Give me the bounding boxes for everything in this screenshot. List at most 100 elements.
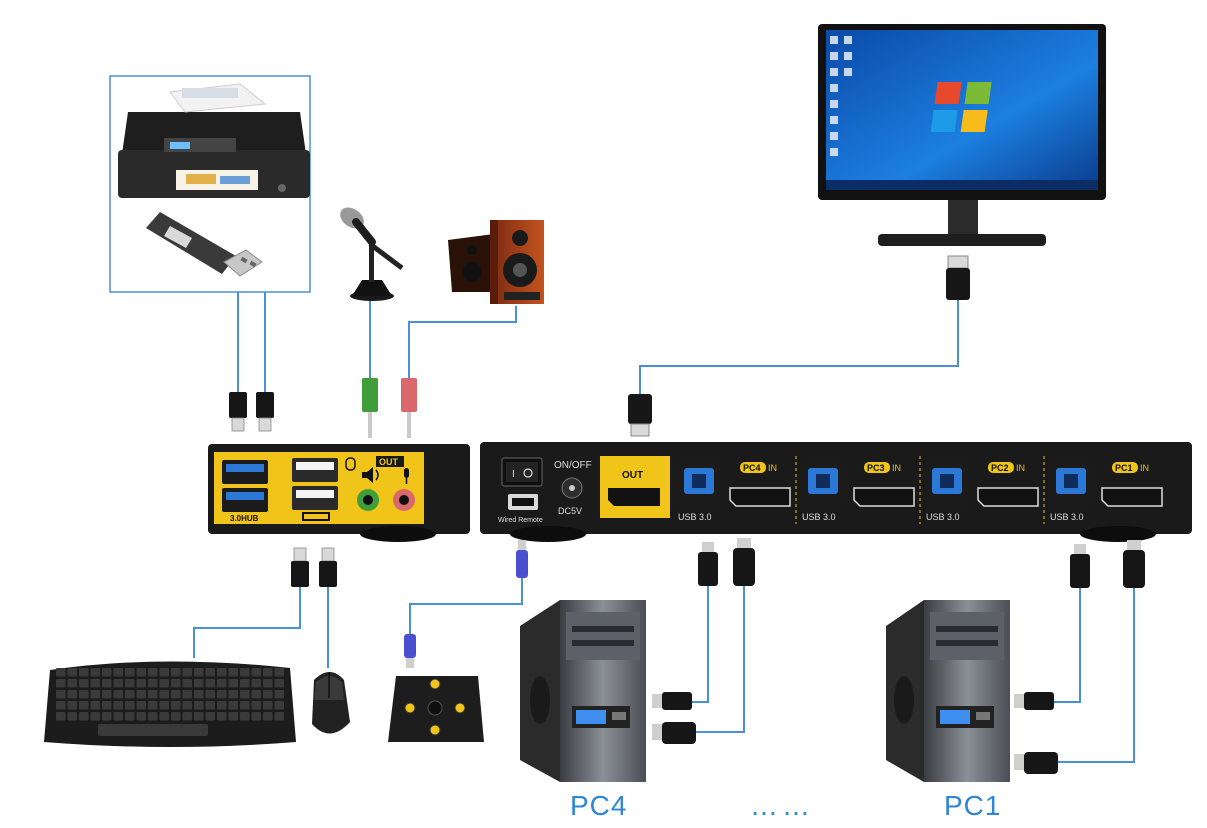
keyboard-key: [182, 690, 192, 699]
keyboard-key: [240, 668, 250, 677]
pc4-dp-plug: [733, 538, 755, 586]
printer-icon: [118, 83, 310, 198]
keyboard-key: [90, 712, 100, 721]
pc4-usb-b-plug: [698, 542, 718, 586]
keyboard-key: [171, 668, 181, 677]
keyboard-key: [67, 679, 77, 688]
keyboard-key: [194, 712, 204, 721]
audio-plug-pink: [401, 378, 417, 438]
kvm-out-label: OUT: [622, 470, 643, 481]
monitor-dp-plug: [946, 255, 970, 300]
keyboard-key: [251, 679, 261, 688]
usb3-hub-ports[interactable]: [222, 460, 268, 512]
keyboard-key: [136, 668, 146, 677]
dp-in-port-pc2[interactable]: [977, 487, 1039, 507]
keyboard-key: [182, 668, 192, 677]
usb-b-port-pc2[interactable]: [926, 462, 968, 508]
dc-label: DC5V: [558, 506, 582, 516]
keyboard-key: [113, 668, 123, 677]
usb-label-pc3: USB 3.0: [802, 512, 836, 522]
remote-switch-icon: [388, 634, 484, 742]
keyboard-key: [263, 712, 273, 721]
cable-pc4-usb: [680, 586, 709, 703]
keyboard-key: [102, 679, 112, 688]
keyboard-key: [159, 679, 169, 688]
keyboard-key: [217, 712, 227, 721]
port-group-pc3: USB 3.0 PC3 IN: [802, 462, 915, 522]
keyboard-key: [90, 701, 100, 710]
keyboard-key: [79, 668, 89, 677]
keyboard-key: [125, 668, 135, 677]
keyboard-key: [148, 701, 158, 710]
audio-out-jack[interactable]: [357, 489, 379, 511]
keyboard-key: [217, 701, 227, 710]
keyboard-key: [205, 701, 215, 710]
cable-remote: [409, 578, 523, 636]
cable-pc1-usb: [1040, 588, 1081, 703]
keyboard-key: [217, 679, 227, 688]
keyboard-key: [125, 679, 135, 688]
dc-jack[interactable]: [561, 477, 583, 499]
keyboard-key: [228, 679, 238, 688]
usb-b-port-pc4[interactable]: [678, 462, 720, 508]
cable-pc4-dp: [680, 586, 745, 733]
cables: [193, 292, 1135, 763]
port-group-pc2: USB 3.0 PC2 IN: [926, 462, 1039, 522]
keyboard-key: [274, 668, 284, 677]
wired-remote-port[interactable]: [508, 494, 538, 510]
keyboard-key: [136, 701, 146, 710]
pc4-label: PC4: [570, 790, 628, 821]
dp-in-port-pc4[interactable]: [729, 487, 791, 507]
power-switch[interactable]: I: [501, 457, 543, 487]
keyboard-key: [67, 690, 77, 699]
keyboard-key: [228, 701, 238, 710]
dp-in-port-pc3[interactable]: [853, 487, 915, 507]
hub-usb-label: 3.0HUB: [230, 514, 259, 523]
port-group-pc4: USB 3.0 PC4 IN: [678, 462, 791, 522]
keyboard-key: [136, 679, 146, 688]
keyboard-key: [148, 690, 158, 699]
remote-plug-top: [516, 540, 528, 578]
keyboard-key: [56, 668, 66, 677]
usb-b-port-pc3[interactable]: [802, 462, 844, 508]
kvm-panel: I Wired Remote ON/OFF DC5V OUT: [480, 442, 1192, 542]
keyboard-key: [159, 668, 169, 677]
keyboard-key: [90, 668, 100, 677]
keyboard-key: [67, 701, 77, 710]
keyboard-key: [113, 690, 123, 699]
mic-in-jack[interactable]: [393, 489, 415, 511]
keyboard-key: [263, 668, 273, 677]
dp-in-port-pc1[interactable]: [1101, 487, 1163, 507]
monitor-icon: [818, 24, 1106, 246]
cable-keyboard: [193, 586, 301, 658]
keyboard-key: [113, 712, 123, 721]
pc-tag-pc1: PC1: [1115, 463, 1133, 473]
keyboard-key: [102, 712, 112, 721]
keyboard-key: [194, 701, 204, 710]
kvm-out-port[interactable]: [600, 456, 670, 518]
keyboard-key: [263, 701, 273, 710]
keyboard-key: [240, 712, 250, 721]
usb2-ports[interactable]: [292, 458, 338, 510]
keyboard-key: [56, 712, 66, 721]
keyboard-key: [102, 701, 112, 710]
microphone-icon: [340, 207, 404, 301]
keyboard-key: [171, 701, 181, 710]
keyboard-key: [182, 679, 192, 688]
usb-b-port-pc1[interactable]: [1050, 462, 1092, 508]
in-label-pc1: IN: [1140, 463, 1149, 473]
keyboard-key: [205, 679, 215, 688]
keyboard-key: [67, 668, 77, 677]
keyboard-port-icon: [302, 512, 330, 521]
keyboard-key: [148, 712, 158, 721]
keyboard-key: [251, 668, 261, 677]
keyboard-key: [159, 701, 169, 710]
cable-speaker: [408, 306, 517, 378]
mic-port-icon: [404, 468, 409, 484]
keyboard-key: [136, 712, 146, 721]
keyboard-key: [251, 712, 261, 721]
keyboard-key: [79, 679, 89, 688]
speaker-icon: [448, 220, 544, 304]
keyboard-key: [194, 679, 204, 688]
